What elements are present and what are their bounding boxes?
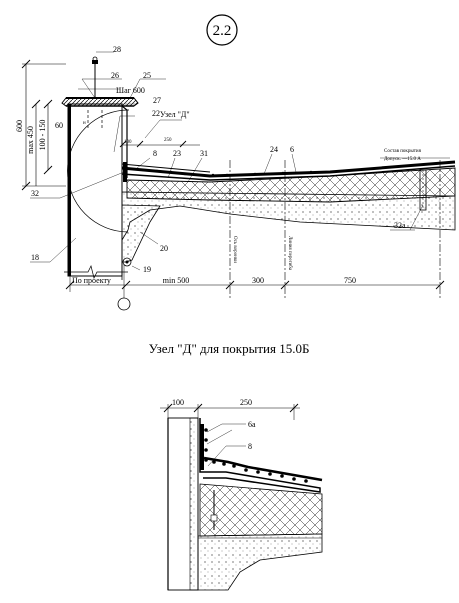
callout-25: 25 [143, 71, 151, 80]
callout-32: 32 [31, 189, 39, 198]
lower-detail: 100 250 6а 8 [160, 398, 323, 591]
detail-caption: Узел "Д" для покрытия 15.0Б [149, 341, 310, 356]
callout-28: 28 [113, 45, 121, 54]
lower-dim-250: 250 [240, 398, 252, 407]
composition-line2: Допуск. —15.0 А [384, 157, 421, 162]
callout-8: 8 [153, 149, 157, 158]
height-mark: н [83, 121, 86, 126]
upper-detail: н [15, 45, 456, 311]
sheet-number-badge: 2.2 [206, 14, 238, 46]
callout-27: 27 [153, 96, 161, 105]
dim-min500: min 500 [163, 276, 189, 285]
callout-18: 18 [31, 253, 39, 262]
dim-po-proektu: По проекту [72, 276, 111, 285]
callout-31: 31 [200, 149, 208, 158]
pitch-label: Шаг 600 [116, 86, 145, 95]
funnel-axis-label: Ось воронки [232, 236, 237, 263]
callout-22: 22 [152, 109, 160, 118]
lower-callout-8: 8 [248, 442, 252, 451]
callout-23: 23 [173, 149, 181, 158]
dim-300: 300 [252, 276, 264, 285]
bend-line-label: Линия перегиба [287, 236, 292, 271]
callout-32a: 32а [394, 221, 406, 230]
axis-bubble [117, 297, 131, 311]
dim-60: 60 [55, 121, 63, 130]
dim-750: 750 [344, 276, 356, 285]
dim-100-150: 100 - 150 [38, 120, 47, 151]
lower-callout-6a: 6а [248, 420, 256, 429]
callout-26: 26 [111, 71, 119, 80]
lower-dim-100: 100 [172, 398, 184, 407]
dim-600: 600 [15, 120, 24, 132]
callout-6: 6 [290, 145, 294, 154]
sheet-number: 2.2 [213, 23, 232, 39]
callout-24: 24 [270, 145, 278, 154]
node-label: Узел "Д" [160, 110, 190, 119]
callout-20: 20 [160, 244, 168, 253]
callout-19: 19 [143, 265, 151, 274]
composition-line1: Состав покрытия [384, 149, 422, 154]
dim-250-upper: 250 [164, 138, 172, 143]
dim-max450: max 450 [26, 126, 35, 154]
dim-100-upper: 100 [124, 140, 132, 145]
